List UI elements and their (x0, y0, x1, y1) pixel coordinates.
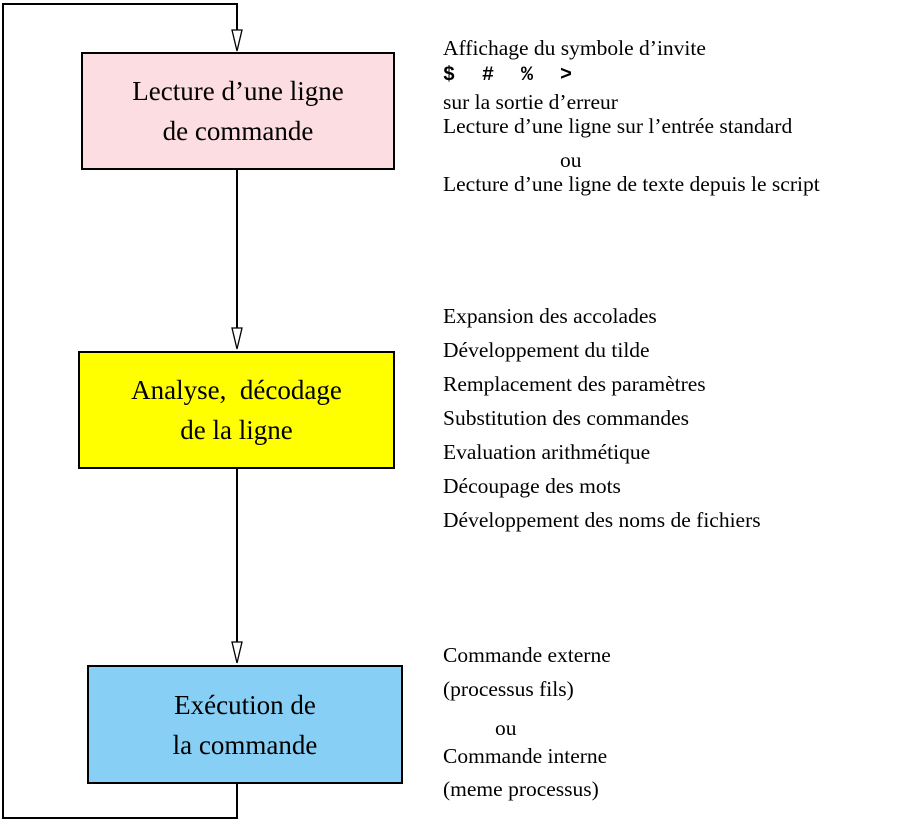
annotation-read-line3: Lecture d’une ligne sur l’entrée standar… (443, 114, 793, 138)
annotation-exec-line3: Commande interne (443, 744, 608, 768)
annotation-prompt-symbols: $ # % > (443, 64, 574, 87)
annotation-exec-line4: (meme processus) (443, 777, 599, 801)
connector-box3-loop (236, 784, 238, 819)
annotation-analyse-item: Découpage des mots (443, 474, 621, 498)
loop-line-top (2, 3, 238, 5)
annotation-read-line1: Affichage du symbole d’invite (443, 36, 706, 60)
process-box-analyse: Analyse, décodage de la ligne (78, 351, 395, 469)
annotation-analyse-item: Remplacement des paramètres (443, 372, 706, 396)
annotation-analyse-item: Développement du tilde (443, 338, 650, 362)
process-box-label: Exécution de la commande (172, 689, 318, 760)
process-box-label: Lecture d’une ligne de commande (132, 76, 344, 146)
annotation-analyse-list: Expansion des accolades Développement du… (443, 299, 761, 537)
loop-line-bottom (2, 817, 238, 819)
process-box-lecture: Lecture d’une ligne de commande (81, 52, 395, 170)
annotation-exec-line2: (processus fils) (443, 677, 574, 701)
process-box-execution: Exécution de la commande (87, 665, 403, 784)
annotation-analyse-item: Expansion des accolades (443, 304, 657, 328)
connector-box1-box2 (236, 169, 238, 328)
annotation-analyse-item: Substitution des commandes (443, 406, 690, 430)
loop-line-left (2, 3, 4, 819)
arrowhead-icon (231, 29, 243, 52)
connector-box2-box3 (236, 468, 238, 642)
connector-top (236, 3, 238, 30)
annotation-read-line4: Lecture d’une ligne de texte depuis le s… (443, 172, 820, 196)
annotation-read-line2: sur la sortie d’erreur (443, 90, 618, 114)
annotation-exec-or: ou (495, 716, 517, 740)
annotation-analyse-item: Développement des noms de fichiers (443, 508, 761, 532)
arrowhead-icon (231, 327, 243, 350)
annotation-read-or: ou (560, 148, 582, 172)
arrowhead-icon (231, 641, 243, 664)
annotation-analyse-item: Evaluation arithmétique (443, 440, 651, 464)
annotation-exec-line1: Commande externe (443, 643, 611, 667)
process-box-label: Analyse, décodage de la ligne (131, 375, 342, 445)
